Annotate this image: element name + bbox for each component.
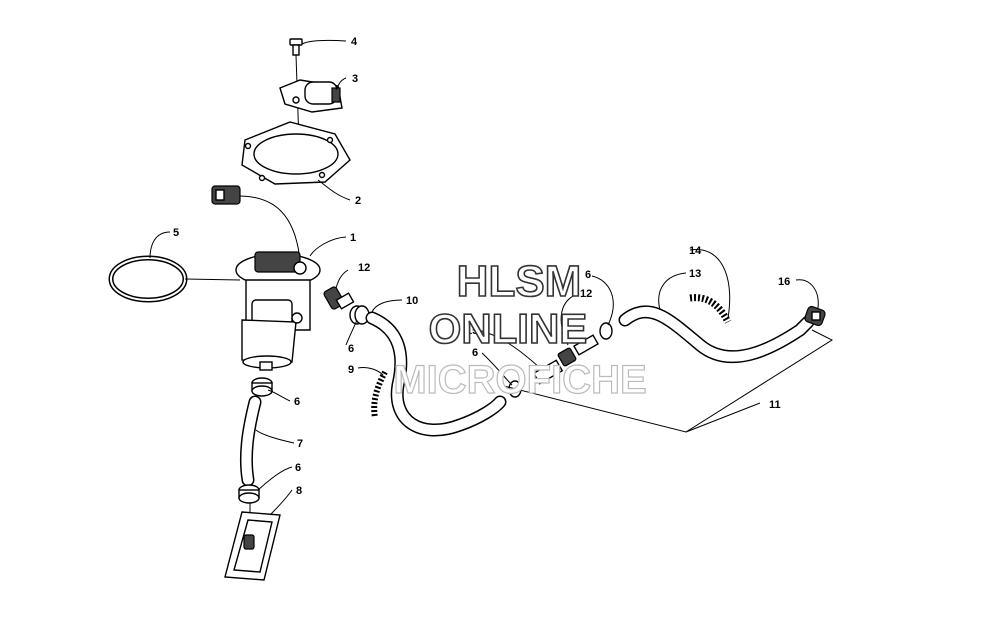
part-6-clamp-lower xyxy=(238,484,260,504)
callout-7: 7 xyxy=(297,438,303,450)
callout-12-right: 12 xyxy=(580,288,592,300)
callout-6-center: 6 xyxy=(472,347,478,359)
callout-15: 15 xyxy=(466,325,478,337)
callout-9: 9 xyxy=(348,364,354,376)
callout-13: 13 xyxy=(689,268,701,280)
callout-11: 11 xyxy=(769,399,781,411)
part-12-fitting-right xyxy=(599,322,613,340)
part-13-hose xyxy=(618,305,815,364)
part-10-hose xyxy=(365,311,507,437)
part-1-fuel-pump xyxy=(211,185,321,371)
part-16-quick-connector xyxy=(804,305,826,327)
callout-labels: 4 3 2 1 5 12 6 9 10 6 7 6 8 15 6 6 12 14… xyxy=(173,36,790,497)
callout-1: 1 xyxy=(350,232,356,244)
callout-16: 16 xyxy=(778,276,790,288)
watermark-line-2: ONLINE xyxy=(429,305,588,352)
callout-6-mid-left: 6 xyxy=(348,343,354,355)
callout-6-right: 6 xyxy=(585,269,591,281)
part-12-fitting-left xyxy=(323,286,355,310)
part-3-bracket xyxy=(279,79,343,113)
part-7-hose xyxy=(239,395,262,487)
watermark: HLSM ONLINE MICROFICHE xyxy=(393,256,648,402)
callout-12-left: 12 xyxy=(358,262,370,274)
watermark-line-1: HLSM xyxy=(457,257,582,306)
part-6-clamp-mid-left xyxy=(349,305,370,325)
callout-8: 8 xyxy=(296,485,302,497)
watermark-line-3: MICROFICHE xyxy=(393,358,646,402)
leader-lines xyxy=(149,39,834,516)
callout-5: 5 xyxy=(173,227,179,239)
callout-4: 4 xyxy=(351,36,358,48)
part-6-clamp-upper xyxy=(251,377,273,397)
callout-6-pump-lower: 6 xyxy=(295,462,301,474)
part-9-spiral-wrap xyxy=(371,370,388,419)
callout-14: 14 xyxy=(689,245,702,257)
part-2-gasket xyxy=(241,121,351,185)
part-5-o-ring xyxy=(108,255,241,303)
part-8-filter xyxy=(224,503,281,581)
callout-6-pump-upper: 6 xyxy=(294,396,300,408)
callout-2: 2 xyxy=(355,195,361,207)
callout-10: 10 xyxy=(406,295,418,307)
callout-3: 3 xyxy=(352,73,358,85)
part-14-spiral-wrap xyxy=(689,294,732,324)
